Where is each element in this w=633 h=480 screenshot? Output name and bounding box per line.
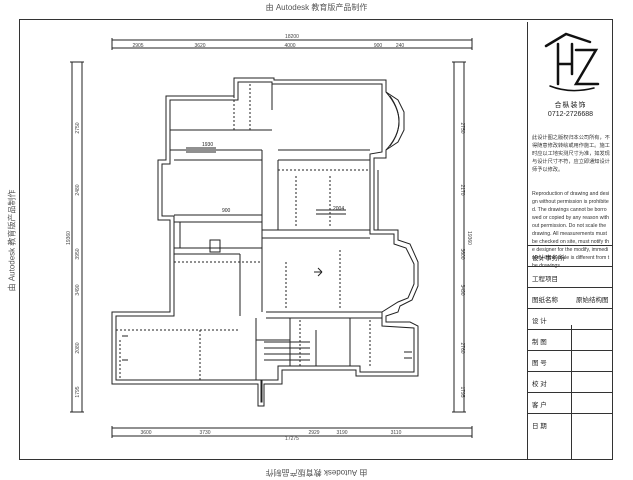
outer-wall	[111, 77, 419, 407]
right-dims: 2750 2170 3600 3490 2760 1795	[459, 122, 465, 397]
title-row-label: 设计事务所	[532, 255, 565, 262]
title-row: 校 对	[528, 371, 613, 392]
bottom-dim: 3730	[199, 430, 210, 436]
left-dims: 2750 2480 3950 3490 2080 1795	[75, 122, 81, 397]
title-row: 设 计	[528, 308, 613, 329]
window-marks	[122, 147, 412, 361]
bottom-dim: 2929	[308, 430, 319, 436]
title-row-label: 图 号	[532, 360, 547, 367]
left-dim: 1795	[75, 386, 81, 397]
notice-english: Reproduction of drawing and design witho…	[532, 191, 610, 269]
top-dim: 2905	[132, 43, 143, 49]
label-win-b: 900	[222, 208, 231, 214]
right-dim: 2750	[459, 122, 465, 133]
title-row-label: 图纸名称	[532, 297, 558, 304]
overall-top-dim: 18200	[285, 34, 299, 40]
title-row-label: 工程项目	[532, 276, 558, 283]
watermark-top: 由 Autodesk 教育版产品制作	[265, 3, 368, 12]
partition-1	[170, 84, 370, 250]
left-dim: 3950	[75, 248, 81, 259]
left-dim: 2080	[75, 342, 81, 353]
title-row-label: 客 户	[532, 402, 547, 409]
top-dim: 4000	[284, 43, 295, 49]
outer-wall-inner	[115, 81, 415, 403]
title-row-value: 原始结构图	[576, 297, 609, 304]
right-dim: 2760	[459, 342, 465, 353]
company-logo	[544, 32, 600, 92]
title-row: 日 期	[528, 413, 613, 434]
left-total-dim: 19360	[66, 231, 72, 245]
company-name: 合枞装饰	[554, 102, 587, 109]
bay-window-inner	[389, 95, 400, 147]
top-dim: 3620	[194, 43, 205, 49]
partition-2	[174, 222, 382, 380]
stair	[264, 341, 310, 361]
bottom-dim: 3110	[391, 430, 402, 436]
title-row: 工程项目	[528, 266, 613, 287]
title-row: 图 号	[528, 350, 613, 371]
right-dim: 3490	[459, 284, 465, 295]
title-row: 制 图	[528, 329, 613, 350]
bottom-dim: 3600	[140, 430, 151, 436]
company-phone: 0712-2726688	[547, 111, 594, 118]
dimension-labels: 18200 2905 3620 4000 900 240 17275 3600 3730 2…	[66, 34, 472, 442]
drawing-frame	[19, 19, 613, 460]
title-row-label: 日 期	[532, 423, 547, 430]
bottom-dims: 3600 3730 2929 3190 3110	[140, 430, 401, 436]
overall-bottom-dim: 17275	[285, 436, 299, 442]
top-dim: 900	[374, 43, 383, 49]
right-dim: 2170	[459, 184, 465, 195]
title-row: 客 户	[528, 392, 613, 413]
left-dim: 3490	[75, 284, 81, 295]
title-row-label: 设 计	[532, 318, 547, 325]
title-row: 设计事务所	[528, 245, 613, 266]
label-win-a: 1930	[202, 142, 213, 148]
title-row-label: 制 图	[532, 339, 547, 346]
right-dim: 3600	[459, 248, 465, 259]
notice-chinese: 此设计图之版权归本公司所有，不得随意修改转绘或用作施工。施工时应以工地实测尺寸为…	[532, 135, 610, 173]
title-row-label: 校 对	[532, 381, 547, 388]
left-dim: 2750	[75, 122, 81, 133]
bottom-dim: 3190	[336, 430, 347, 436]
top-dims: 2905 3620 4000 900 240	[132, 43, 404, 49]
right-dim: 1795	[459, 386, 465, 397]
label-win-c: 2004	[333, 206, 344, 212]
north-arrow	[314, 267, 323, 277]
title-row: 图纸名称 原始结构图	[528, 287, 613, 308]
title-block: 合枞装饰 0712-2726688 此设计图之版权归本公司所有，不得随意修改转绘…	[527, 22, 613, 459]
right-total-dim: 19360	[466, 231, 472, 245]
top-dim: 240	[396, 43, 405, 49]
left-dim: 2480	[75, 184, 81, 195]
